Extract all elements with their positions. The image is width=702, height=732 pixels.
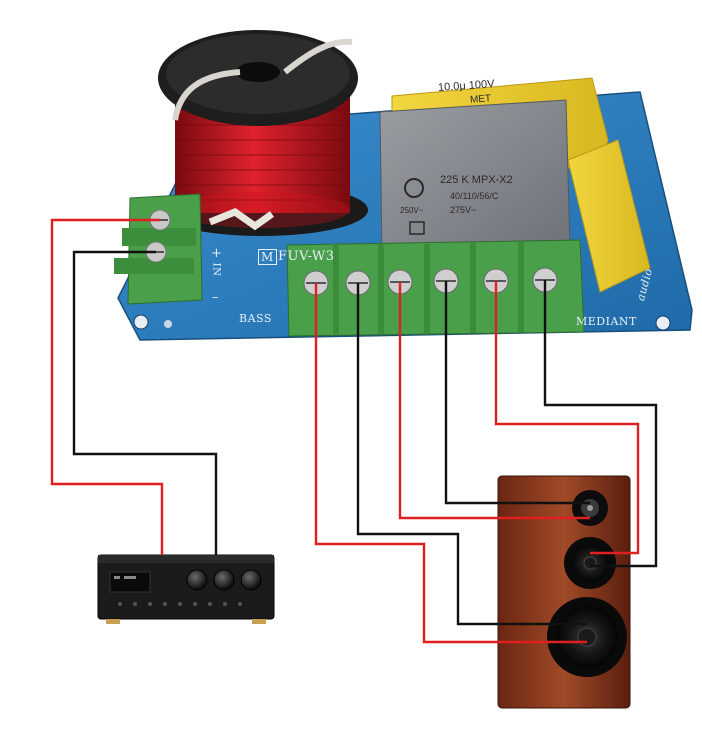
wire-bass-red xyxy=(314,283,587,644)
input-in-label: IN xyxy=(210,262,222,277)
inductor-coil xyxy=(156,30,368,236)
mediant-label: MEDIANT xyxy=(576,315,637,328)
wire-input-black xyxy=(72,250,218,555)
input-minus-label: – xyxy=(212,290,219,305)
grey-cap-line1: 225 K MPX-X2 xyxy=(440,174,513,186)
amplifier xyxy=(97,554,275,624)
input-terminal xyxy=(114,193,203,305)
grey-cap-line4: 250V~ xyxy=(400,206,424,215)
yellow-capacitor-side xyxy=(567,139,651,293)
board-model-label: FUV-W3 xyxy=(278,249,335,264)
wire-treble-black xyxy=(444,281,590,505)
yellow-cap-line2: MET xyxy=(469,93,492,106)
wire-input-red xyxy=(50,218,164,555)
wire-bass-black xyxy=(356,283,587,626)
bass-label: BASS xyxy=(239,312,272,325)
grey-cap-line3: 275V~ xyxy=(450,205,477,215)
wire-treble-red xyxy=(398,282,590,520)
grey-cap-line2: 40/110/56/C xyxy=(450,191,499,201)
input-plus-label: + xyxy=(211,246,223,261)
wire-mid-black xyxy=(543,280,658,568)
board-logo: M xyxy=(258,249,277,265)
wires xyxy=(50,218,658,644)
wire-mid-red xyxy=(494,281,640,555)
speaker-cabinet xyxy=(497,475,631,709)
